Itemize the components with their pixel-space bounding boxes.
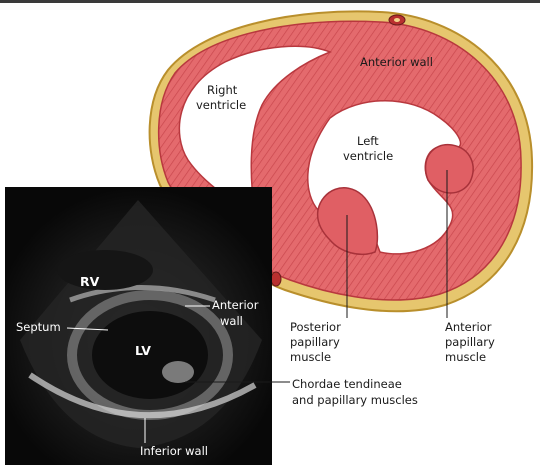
- anterior-papillary-label-2: papillary: [445, 335, 495, 349]
- echo-lv-label: LV: [135, 343, 151, 358]
- left-ventricle-label-2: ventricle: [343, 149, 393, 163]
- anterior-papillary-label-1: Anterior: [445, 320, 492, 334]
- chordae-label-1: Chordae tendineae: [292, 377, 402, 391]
- echo-anterior-wall-label-2: wall: [220, 314, 243, 328]
- posterior-papillary-label-1: Posterior: [290, 320, 341, 334]
- posterior-papillary-label-3: muscle: [290, 350, 331, 364]
- right-ventricle-cavity: [178, 45, 333, 217]
- anterior-papillary-label-3: muscle: [445, 350, 486, 364]
- coronary-vessel-top: [388, 14, 406, 26]
- posterior-papillary-muscle-shape: [316, 187, 379, 256]
- anterior-papillary-muscle-shape: [424, 144, 474, 194]
- posterior-papillary-label-2: papillary: [290, 335, 340, 349]
- echo-papillary-blob: [162, 361, 194, 383]
- echo-septum-band: [69, 285, 216, 303]
- left-ventricle-label-1: Left: [357, 134, 379, 148]
- echo-septum-label: Septum: [16, 320, 61, 334]
- echo-inferior-band: [28, 372, 257, 419]
- echo-anterior-wall-label-1: Anterior: [212, 298, 259, 312]
- echocardiogram-panel: RV LV Septum Anterior wall Inferior wall: [5, 187, 290, 465]
- right-ventricle-label-2: ventricle: [196, 98, 246, 112]
- right-ventricle-label-1: Right: [207, 83, 238, 97]
- anterior-wall-label: Anterior wall: [360, 55, 433, 69]
- echo-septum-leader: [66, 327, 109, 331]
- echo-inferior-wall-label: Inferior wall: [140, 444, 208, 458]
- echo-rv-region: [57, 250, 153, 290]
- top-edge-strip: [0, 0, 540, 3]
- echo-rv-label: RV: [80, 274, 100, 289]
- chordae-label-2: and papillary muscles: [292, 393, 418, 407]
